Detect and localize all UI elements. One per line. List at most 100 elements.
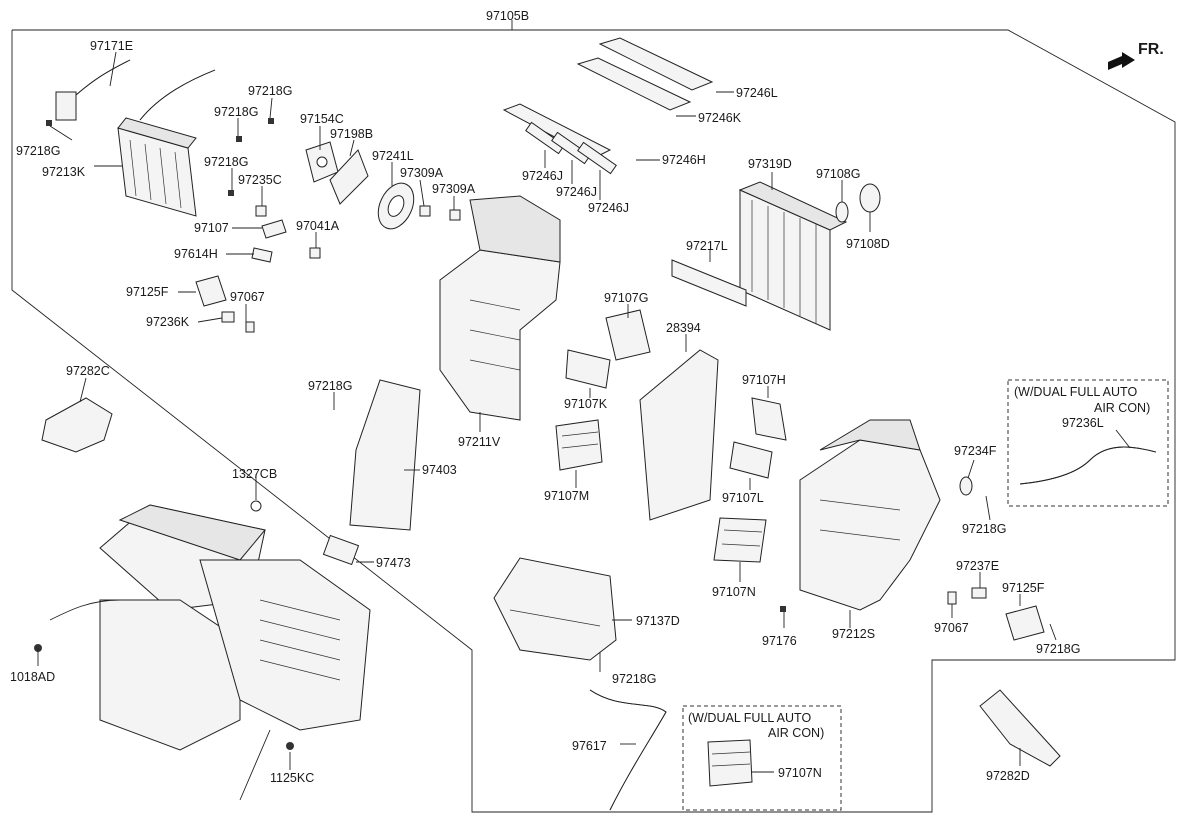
seal-strip-part bbox=[502, 37, 714, 175]
label-97211V: 97211V bbox=[458, 435, 501, 449]
door-part bbox=[713, 517, 767, 563]
label-97246J: 97246J bbox=[588, 201, 629, 215]
screw-icon bbox=[780, 606, 786, 612]
door-part bbox=[729, 441, 773, 479]
label-97319D: 97319D bbox=[748, 157, 792, 171]
label-97235C: 97235C bbox=[238, 173, 282, 187]
rear-duct-part bbox=[979, 689, 1061, 767]
option-note-line2: AIR CON) bbox=[768, 726, 824, 740]
floor-duct-part bbox=[349, 379, 421, 531]
label-97246J: 97246J bbox=[556, 185, 597, 199]
label-97614H: 97614H bbox=[174, 247, 218, 261]
mode-actuator-part bbox=[1005, 605, 1045, 641]
label-97246J: 97246J bbox=[522, 169, 563, 183]
label-97213K: 97213K bbox=[42, 165, 86, 179]
label-97137D: 97137D bbox=[636, 614, 680, 628]
label-97218G: 97218G bbox=[248, 84, 292, 98]
label-97154C: 97154C bbox=[300, 112, 344, 126]
label-97107K: 97107K bbox=[564, 397, 608, 411]
label-97107M: 97107M bbox=[544, 489, 589, 503]
heater-core-part bbox=[117, 117, 197, 217]
label-97198B: 97198B bbox=[330, 127, 373, 141]
link-part bbox=[255, 205, 267, 217]
label-97309A: 97309A bbox=[432, 182, 476, 196]
door-part bbox=[605, 309, 651, 361]
clip-part bbox=[959, 476, 973, 496]
label-97217L: 97217L bbox=[686, 239, 728, 253]
filter-frame-part bbox=[671, 259, 747, 307]
label-97218G: 97218G bbox=[308, 379, 352, 393]
label-97241L: 97241L bbox=[372, 149, 414, 163]
label-97171E: 97171E bbox=[90, 39, 133, 53]
label-97218G: 97218G bbox=[16, 144, 60, 158]
label-97617: 97617 bbox=[572, 739, 607, 753]
label-1018AD: 1018AD bbox=[10, 670, 55, 684]
leader-lines bbox=[37, 51, 1131, 773]
label-97403: 97403 bbox=[422, 463, 457, 477]
label-97108G: 97108G bbox=[816, 167, 860, 181]
bolt-icon bbox=[250, 500, 262, 512]
label-97237E: 97237E bbox=[956, 559, 999, 573]
blower-wheel-part bbox=[377, 182, 415, 230]
screw-icon bbox=[46, 120, 52, 126]
label-97176: 97176 bbox=[762, 634, 797, 648]
door-part bbox=[751, 397, 787, 441]
label-97309A: 97309A bbox=[400, 166, 444, 180]
option-box-dual-auto-2 bbox=[682, 705, 842, 811]
door-part bbox=[565, 349, 611, 389]
mode-actuator-part bbox=[195, 275, 227, 307]
label-97218G: 97218G bbox=[612, 672, 656, 686]
door-part bbox=[555, 419, 603, 471]
label-97107: 97107 bbox=[194, 221, 229, 235]
label-97218G: 97218G bbox=[1036, 642, 1080, 656]
label-97107L: 97107L bbox=[722, 491, 764, 505]
label-97473: 97473 bbox=[376, 556, 411, 570]
rear-duct-part bbox=[41, 397, 113, 453]
door-part bbox=[707, 739, 753, 787]
link-part bbox=[971, 587, 987, 599]
option-note-line1: (W/DUAL FULL AUTO bbox=[688, 711, 811, 725]
o-ring-part bbox=[835, 201, 849, 223]
lever-part bbox=[261, 219, 287, 239]
label-97107N: 97107N bbox=[778, 766, 822, 780]
lower-case-part bbox=[493, 557, 617, 661]
clip-part bbox=[419, 205, 431, 217]
heater-case-right-part bbox=[799, 419, 941, 611]
part-labels: 97105B FR. 97171E 97218G 97213K 97218G 9… bbox=[10, 9, 1164, 785]
label-97282D: 97282D bbox=[986, 769, 1030, 783]
block-seal-part bbox=[859, 183, 881, 213]
hvac-assembly-part bbox=[49, 504, 371, 801]
option-note-line1: (W/DUAL FULL AUTO bbox=[1014, 385, 1137, 399]
screw-icon bbox=[228, 190, 234, 196]
partition-plate-part bbox=[639, 349, 719, 521]
gasket-part bbox=[322, 534, 360, 566]
drain-hose-part bbox=[589, 689, 667, 811]
option-box-dual-auto bbox=[1007, 379, 1169, 507]
label-97107H: 97107H bbox=[742, 373, 786, 387]
label-97282C: 97282C bbox=[66, 364, 110, 378]
label-97107G: 97107G bbox=[604, 291, 648, 305]
label-1125KC: 1125KC bbox=[270, 771, 314, 785]
label-97218G: 97218G bbox=[962, 522, 1006, 536]
clip-part bbox=[449, 209, 461, 221]
label-97212S: 97212S bbox=[832, 627, 875, 641]
link-part bbox=[221, 311, 235, 323]
label-97125F: 97125F bbox=[1002, 581, 1045, 595]
label-97067: 97067 bbox=[230, 290, 265, 304]
bolt-icon bbox=[286, 742, 294, 750]
label-97041A: 97041A bbox=[296, 219, 340, 233]
label-97246L: 97246L bbox=[736, 86, 778, 100]
bracket-part bbox=[329, 149, 369, 205]
label-97246H: 97246H bbox=[662, 153, 706, 167]
label-97107N: 97107N bbox=[712, 585, 756, 599]
label-97067: 97067 bbox=[934, 621, 969, 635]
aspirator-hose-part bbox=[1019, 446, 1157, 485]
screw-icon bbox=[236, 136, 242, 142]
label-97218G: 97218G bbox=[214, 105, 258, 119]
grommet-part bbox=[309, 247, 321, 259]
label-97246K: 97246K bbox=[698, 111, 742, 125]
label-97234F: 97234F bbox=[954, 444, 997, 458]
label-1327CB: 1327CB bbox=[232, 467, 277, 481]
label-97108D: 97108D bbox=[846, 237, 890, 251]
